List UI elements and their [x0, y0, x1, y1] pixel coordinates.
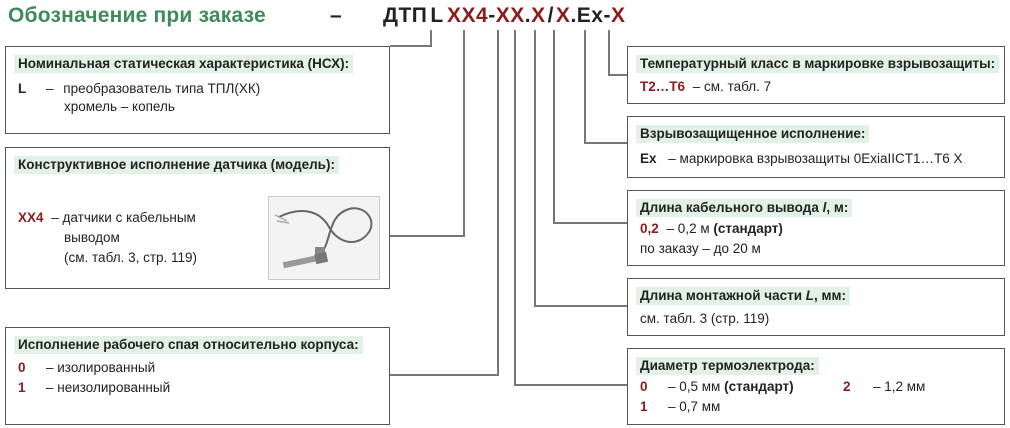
code-length: XX [495, 4, 525, 27]
cable-code: 0,2 [640, 221, 659, 236]
diameter-opt1-text: – 0,7 мм [668, 399, 721, 414]
nsx-dash: – [46, 81, 54, 96]
junction-opt1-text: – неизолированный [46, 380, 171, 395]
nsx-desc2: хромель – копель [64, 99, 175, 114]
cable-box: Длина кабельного вывода l, м: 0,2 – 0,2 … [627, 190, 1005, 266]
code-ex: Ex [576, 4, 604, 27]
code-dot1: . [524, 4, 532, 27]
model-desc3: (см. табл. 3, стр. 119) [64, 250, 198, 265]
junction-opt0-code: 0 [18, 360, 26, 375]
code-sep2: - [603, 4, 611, 27]
tclass-text: – см. табл. 7 [692, 79, 772, 94]
code-junction: X [555, 4, 571, 27]
connector-line [514, 30, 516, 386]
title-dash: – [330, 4, 342, 27]
model-desc1: – датчики с кабельным [51, 210, 196, 225]
tclass-code: T2…T6 [640, 79, 686, 94]
ex-text: – маркировка взрывозащиты 0ExiaIICT1…T6 … [668, 151, 963, 166]
diameter-opt0-std: (стандарт) [724, 379, 794, 394]
cable-line2: по заказу – до 20 м [640, 241, 761, 256]
nsx-box: Номинальная статическая характеристика (… [5, 46, 390, 134]
diameter-header: Диаметр термоэлектрода: [636, 357, 819, 375]
model-header: Конструктивное исполнение датчика (модел… [14, 156, 339, 174]
ex-box: Взрывозащищенное исполнение: Ex – маркир… [627, 116, 1005, 178]
connector-line [608, 74, 627, 76]
diameter-opt2-text: – 1,2 мм [873, 379, 926, 394]
diameter-opt2-code: 2 [843, 379, 851, 394]
order-code-rest: XX4-XX.X/X.Ex-X [447, 4, 625, 28]
tclass-box: Температурный класс в маркировке взрывоз… [627, 46, 1005, 104]
junction-header: Исполнение рабочего спая относительно ко… [14, 336, 363, 354]
connector-line [514, 384, 627, 386]
cable-header: Длина кабельного вывода l, м: [636, 199, 853, 217]
junction-opt0-text: – изолированный [46, 360, 156, 375]
connector-line [390, 374, 499, 376]
nsx-header: Номинальная статическая характеристика (… [14, 55, 354, 73]
connector-line [390, 235, 465, 237]
mount-header: Длина монтажной части L, мм: [636, 287, 851, 305]
junction-box: Исполнение рабочего спая относительно ко… [5, 327, 390, 425]
code-dot2: . [570, 4, 577, 27]
connector-line [463, 30, 465, 237]
cable-std: (стандарт) [713, 221, 783, 236]
code-L: L [430, 4, 444, 27]
nsx-desc1: преобразователь типа ТПЛ(ХК) [63, 81, 261, 96]
junction-opt1-code: 1 [18, 380, 26, 395]
ex-code: Ex [640, 151, 657, 166]
connector-line [584, 142, 627, 144]
code-sep1: - [488, 4, 496, 27]
connector-line [430, 30, 432, 47]
code-cable: X [531, 4, 546, 27]
diameter-opt1-code: 1 [640, 399, 648, 414]
connector-line [553, 222, 627, 224]
page-title: Обозначение при заказе [8, 4, 266, 27]
diameter-opt0-code: 0 [640, 379, 648, 394]
nsx-code: L [18, 81, 27, 96]
code-model: XX4 [447, 4, 489, 27]
connector-line [608, 30, 610, 76]
mount-text: см. табл. 3 (стр. 119) [640, 311, 770, 326]
connector-line [534, 30, 536, 307]
diameter-box: Диаметр термоэлектрода: 0 – 0,5 мм (стан… [627, 348, 1005, 425]
code-tclass: X [610, 4, 626, 27]
connector-line [390, 45, 432, 47]
tclass-header: Температурный класс в маркировке взрывоз… [636, 55, 1000, 73]
cable-text: – 0,2 м [666, 221, 714, 236]
code-slash: / [547, 4, 554, 27]
diameter-opt0-text: – 0,5 мм [668, 379, 725, 394]
connector-line [497, 30, 499, 376]
ex-header: Взрывозащищенное исполнение: [636, 125, 870, 143]
connector-line [534, 305, 627, 307]
code-prefix: ДТП [383, 4, 428, 27]
model-code: XX4 [18, 210, 44, 225]
thermocouple-cable-icon [274, 207, 373, 269]
connector-line [584, 30, 586, 144]
model-desc2: выводом [64, 230, 120, 245]
connector-line [553, 30, 555, 224]
mount-box: Длина монтажной части L, мм: см. табл. 3… [627, 278, 1005, 336]
sensor-image [268, 196, 380, 280]
